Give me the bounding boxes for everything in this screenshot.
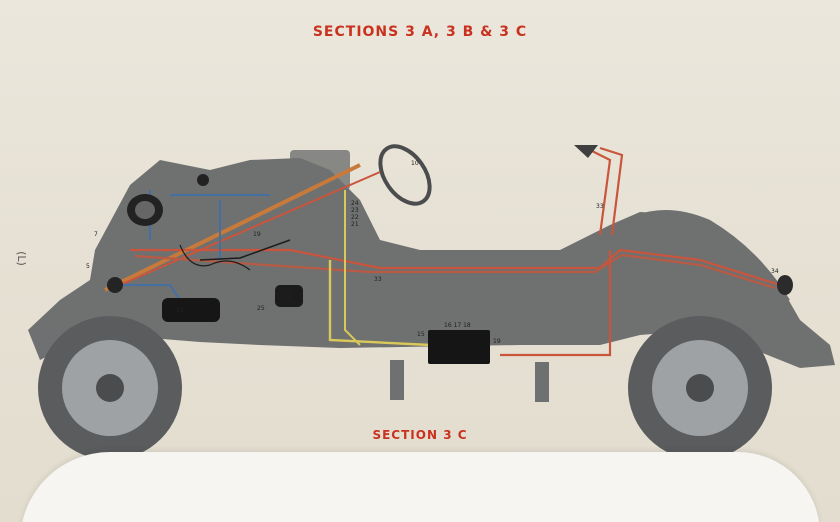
wiring-harness (104, 146, 781, 357)
label-switch: 33 (374, 276, 382, 283)
label-column-c: 22 (351, 214, 359, 221)
rear-wheel (628, 316, 772, 460)
steering-wheel (378, 144, 432, 206)
horn (107, 277, 123, 293)
sidelamp (197, 174, 209, 186)
label-coil: 25 (257, 305, 265, 312)
battery (428, 330, 490, 364)
label-lamp-front: 7 (94, 231, 98, 238)
label-dynamo: 11 (176, 307, 184, 314)
tank-lamp (574, 145, 598, 158)
label-tank-lamp: 33 (596, 203, 604, 210)
dynamo (162, 298, 220, 322)
label-battery-left: 15 (417, 331, 425, 338)
foreground-paper (20, 452, 820, 522)
starter-motor (275, 285, 303, 307)
label-steering-top: 10 (411, 160, 419, 167)
label-battery-mid: 16 17 18 (444, 322, 471, 329)
label-battery-right: 19 (493, 338, 501, 345)
label-dash: 19 (253, 231, 261, 238)
label-horn: 5 (86, 263, 90, 270)
label-column-a: 24 (351, 200, 359, 207)
label-starter: 21 (283, 293, 291, 300)
front-wheel (38, 316, 182, 460)
section-label: SECTION 3 C (372, 428, 468, 442)
label-rear-lamp: 34 (771, 268, 779, 275)
label-column-d: 21 (351, 221, 359, 228)
rear-lamp (777, 275, 793, 295)
headlamp (127, 194, 163, 226)
label-column-b: 23 (351, 207, 359, 214)
page-title: SECTIONS 3 A, 3 B & 3 C (312, 24, 528, 40)
